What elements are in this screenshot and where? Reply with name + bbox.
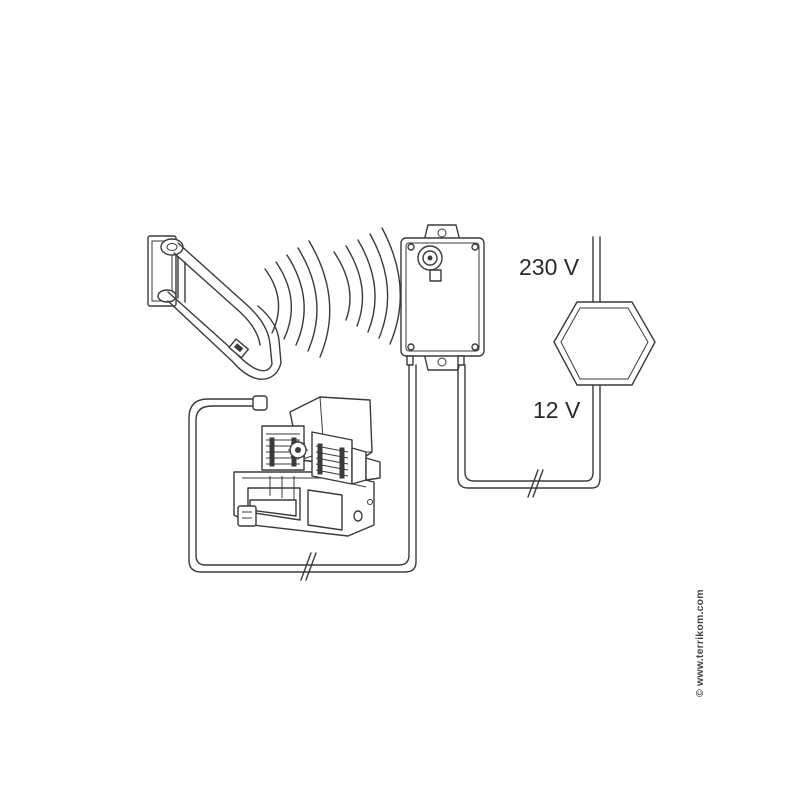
mains-voltage-label: 230 V <box>519 254 580 280</box>
flush-valve-icon <box>233 396 381 537</box>
copyright-watermark: © www.terrikom.com <box>694 589 706 697</box>
wireless-signal-icon <box>264 227 401 358</box>
control-box-icon <box>400 224 485 371</box>
valve-cable <box>188 364 417 581</box>
low-voltage-label: 12 V <box>533 397 581 423</box>
mains-line <box>592 236 601 306</box>
transformer-hexagon-icon <box>553 301 656 386</box>
grab-bar-icon <box>147 235 282 380</box>
supply-cable <box>457 364 601 498</box>
